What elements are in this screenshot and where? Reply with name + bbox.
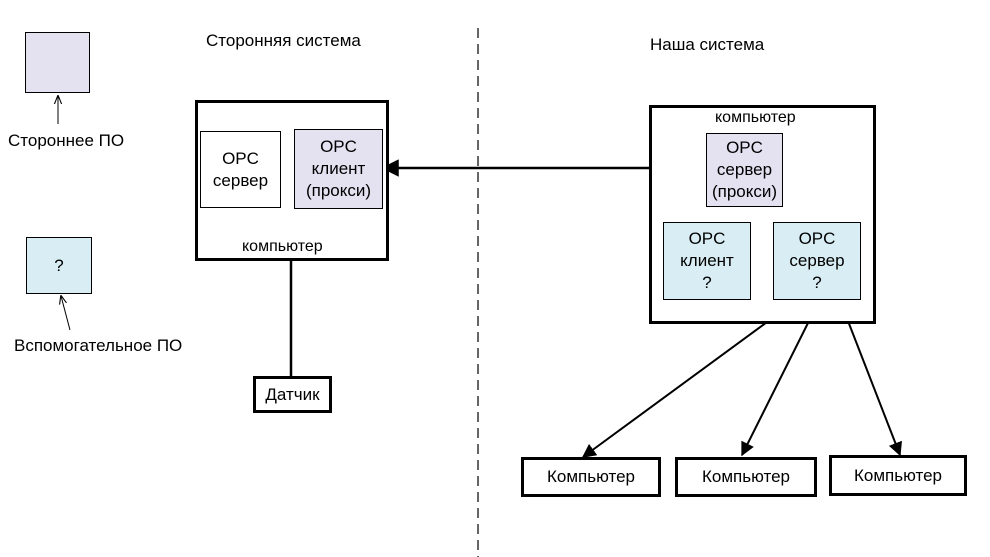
- our-opc-server-proxy: OPC сервер (прокси): [706, 133, 783, 207]
- third-party-opc-client-proxy: OPC клиент (прокси): [294, 129, 383, 209]
- computer-box-3: Компьютер: [829, 455, 967, 496]
- legend-auxiliary-swatch: ?: [26, 237, 92, 294]
- computer-box-1: Компьютер: [521, 457, 661, 497]
- link-computer-1: [581, 302, 795, 458]
- third-party-opc-client-line3: (прокси): [305, 181, 372, 200]
- our-opc-server: OPC сервер ?: [773, 222, 861, 300]
- our-opc-server-proxy-line3: (прокси): [711, 182, 778, 201]
- computer-3-label: Компьютер: [854, 465, 942, 485]
- third-party-opc-server-line1: OPC: [222, 148, 259, 168]
- computer-1-label: Компьютер: [547, 467, 635, 486]
- computer-box-2: Компьютер: [675, 457, 817, 497]
- our-opc-client-line3: ?: [702, 273, 712, 292]
- sensor-box: Датчик: [253, 376, 332, 413]
- our-opc-client-line2: клиент: [680, 251, 734, 270]
- our-system-title: Наша система: [650, 35, 765, 54]
- third-party-opc-client-line1: OPC: [320, 137, 357, 156]
- legend-third-party-swatch: [25, 32, 90, 93]
- our-opc-server-line2: сервер: [789, 251, 845, 270]
- link-computer-3: [839, 301, 902, 457]
- our-opc-client-line1: OPC: [688, 229, 726, 248]
- our-computer-label: компьютер: [715, 109, 796, 126]
- legend-auxiliary-symbol: ?: [54, 255, 64, 275]
- our-opc-server-line1: OPC: [798, 229, 836, 248]
- third-party-opc-server: OPC сервер: [200, 131, 281, 208]
- our-opc-server-proxy-line2: сервер: [716, 160, 773, 179]
- legend-third-party-label: Стороннее ПО: [8, 131, 125, 150]
- sensor-label: Датчик: [265, 384, 320, 404]
- computer-2-label: Компьютер: [702, 467, 790, 486]
- third-party-system-title: Сторонняя система: [206, 31, 361, 50]
- our-opc-server-proxy-line1: OPC: [726, 138, 763, 157]
- third-party-opc-server-line2: сервер: [212, 170, 269, 190]
- third-party-computer-label: компьютер: [242, 238, 323, 255]
- legend-auxiliary-pointer: [61, 296, 71, 331]
- legend-auxiliary-label: Вспомогательное ПО: [14, 336, 183, 355]
- our-opc-server-line3: ?: [812, 273, 822, 292]
- link-computer-2: [741, 301, 819, 457]
- third-party-opc-client-line2: клиент: [311, 159, 366, 178]
- our-opc-client: OPC клиент ?: [663, 222, 751, 300]
